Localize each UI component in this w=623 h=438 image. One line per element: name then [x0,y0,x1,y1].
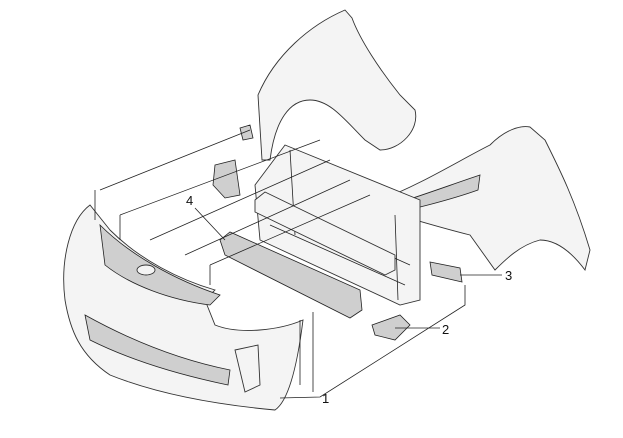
side-bracket-3 [429,261,463,283]
left-fender [257,9,417,161]
fog-lamp-cover [234,344,261,393]
radiator-grille [99,223,221,306]
assembly-guide-lines [94,129,371,392]
lower-grille [84,314,231,386]
leader-1 [279,285,466,399]
clip [239,124,254,141]
callout-2: 2 [442,322,450,337]
callout-3: 3 [505,268,513,283]
lower-bracket-2 [371,314,411,341]
leader-4 [194,207,226,241]
energy-absorber [219,231,363,319]
right-fender [379,126,591,272]
callout-4: 4 [186,193,194,208]
emblem [136,264,156,276]
upper-bracket [212,159,241,199]
callout-1: 1 [322,391,330,406]
bumper-beam [254,191,396,276]
